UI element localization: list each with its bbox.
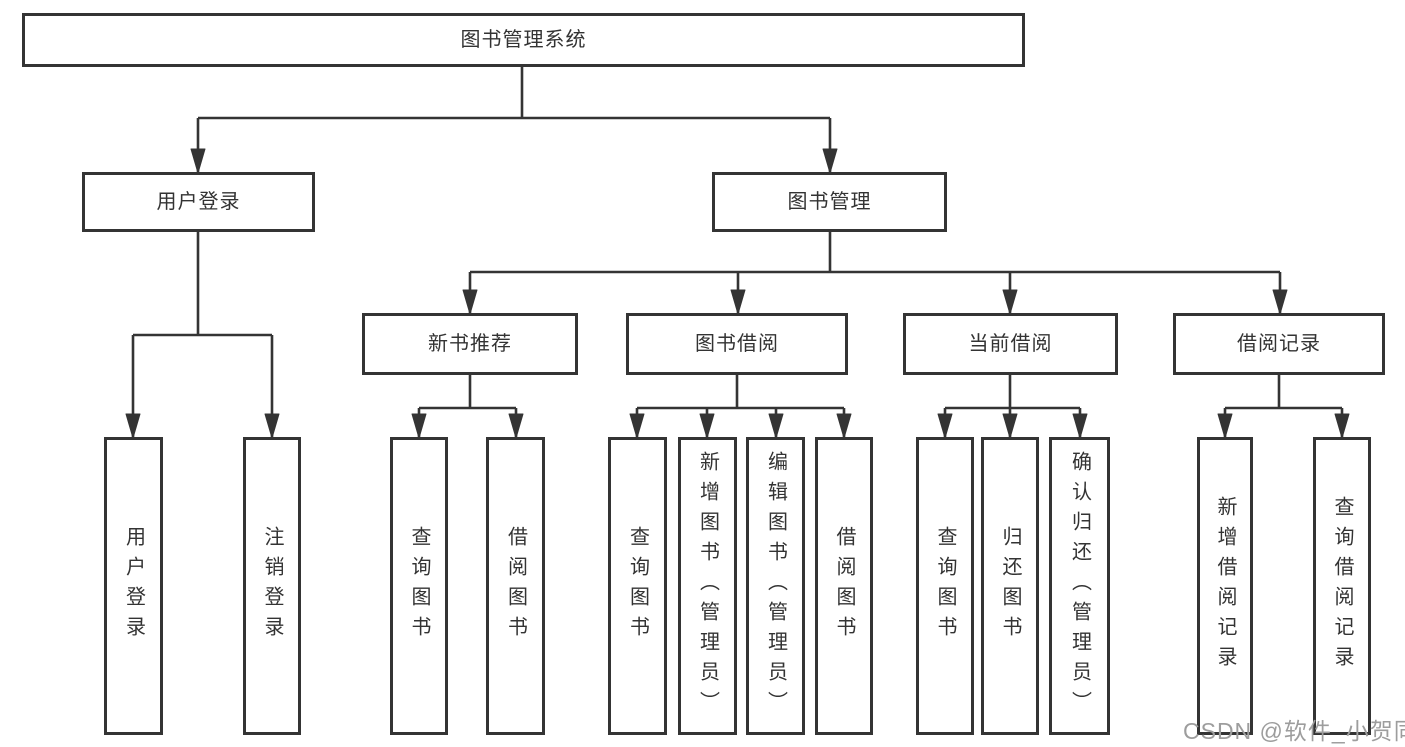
leaf-bb-query-book: 查询图书: [608, 437, 667, 735]
watermark: CSDN @软件_小贺同学: [1183, 718, 1405, 744]
leaf-cb-query-book: 查询图书: [916, 437, 974, 735]
leaf-rec-query-book: 查询图书: [390, 437, 448, 735]
leaf-br-query-record: 查询借阅记录: [1313, 437, 1371, 735]
leaf-rec-borrow-book: 借阅图书: [486, 437, 545, 735]
leaf-cb-return-book: 归还图书: [981, 437, 1039, 735]
leaf-logout: 注销登录: [243, 437, 301, 735]
node-current-borrow: 当前借阅: [903, 313, 1118, 375]
leaf-bb-edit-book-admin: 编辑图书（管理员）: [746, 437, 805, 735]
leaf-bb-borrow-book: 借阅图书: [815, 437, 873, 735]
leaf-user-login: 用户登录: [104, 437, 163, 735]
leaf-cb-confirm-return-admin: 确认归还（管理员）: [1049, 437, 1110, 735]
leaf-br-add-record: 新增借阅记录: [1197, 437, 1253, 735]
node-user-login: 用户登录: [82, 172, 315, 232]
node-root: 图书管理系统: [22, 13, 1025, 67]
node-book-borrow: 图书借阅: [626, 313, 848, 375]
node-book-management: 图书管理: [712, 172, 947, 232]
node-borrow-record: 借阅记录: [1173, 313, 1385, 375]
leaf-bb-add-book-admin: 新增图书（管理员）: [678, 437, 737, 735]
node-new-book-recommend: 新书推荐: [362, 313, 578, 375]
